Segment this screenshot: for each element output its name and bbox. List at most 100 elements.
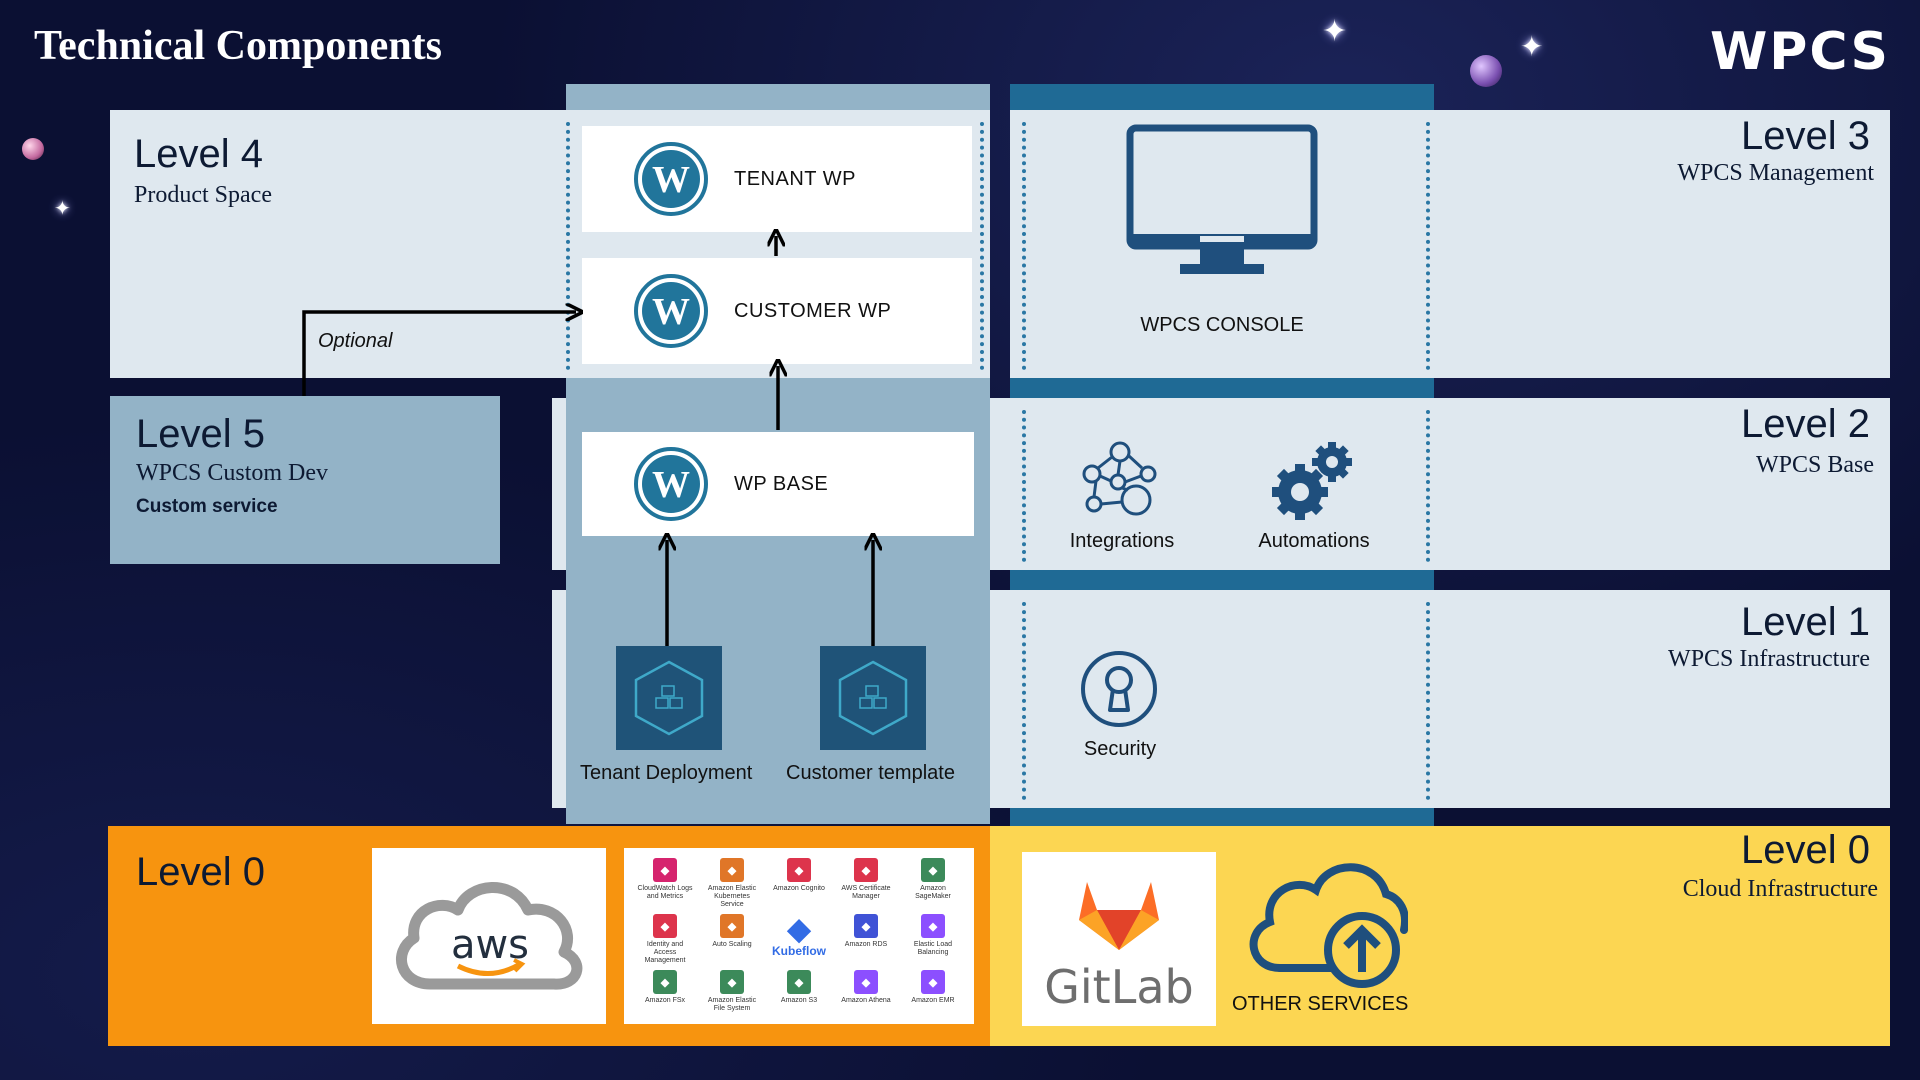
aws-service-item: ◆ CloudWatch Logs and Metrics — [636, 858, 694, 901]
page-title: Technical Components — [34, 23, 443, 69]
wordpress-logo-icon: W — [634, 274, 708, 348]
planet-icon — [22, 138, 44, 160]
aws-service-icon: ◆ — [720, 970, 744, 994]
integrations-label: Integrations — [1069, 530, 1175, 552]
aws-service-label: Amazon S3 — [780, 997, 818, 1004]
aws-service-item: ◆Amazon RDS — [837, 914, 895, 949]
aws-service-icon: ◆ — [854, 858, 878, 882]
dotted-divider — [980, 122, 984, 370]
aws-service-icon: ◆ — [921, 970, 945, 994]
level3-subtitle: WPCS Management — [1677, 160, 1874, 186]
aws-service-label: Amazon Athena — [841, 997, 891, 1004]
monitor-icon — [1126, 124, 1318, 274]
aws-service-item: ◆ AWS Certificate Manager — [837, 858, 895, 901]
column-connector — [1010, 808, 1434, 826]
aws-service-icon: ◆ — [720, 914, 744, 938]
star-icon: ✦ — [1322, 15, 1348, 48]
aws-logo-box: aws — [372, 848, 606, 1024]
aws-service-label: Auto Scaling — [712, 941, 752, 948]
integrations-icon — [1082, 441, 1157, 516]
aws-service-icon: ◆ — [653, 970, 677, 994]
aws-service-icon: ◆ — [653, 858, 677, 882]
level0-right-title: Level 0 — [1741, 828, 1870, 872]
aws-service-item: ◆ Amazon S3 — [770, 970, 828, 1005]
security-keyhole-icon — [1081, 651, 1157, 727]
gitlab-fox-icon — [1079, 882, 1159, 950]
level2-subtitle: WPCS Base — [1755, 452, 1874, 478]
level5-panel — [110, 396, 500, 564]
gitlab-label: GitLab — [1044, 960, 1194, 1014]
optional-label: Optional — [318, 330, 393, 352]
level1-title: Level 1 — [1741, 600, 1870, 644]
aws-service-label: CloudWatch Logs and Metrics — [637, 885, 693, 900]
dotted-divider — [1426, 602, 1430, 800]
dotted-divider — [1022, 122, 1026, 370]
aws-cloud-logo-icon: aws — [396, 882, 583, 990]
svg-text:W: W — [652, 291, 690, 333]
tenant-wp-card: W TENANT WP — [582, 126, 972, 232]
aws-service-label: Amazon EMR — [911, 997, 955, 1004]
aws-service-item: ◆Kubeflow — [770, 912, 828, 958]
level3-title: Level 3 — [1741, 114, 1870, 158]
star-icon: ✦ — [1520, 31, 1544, 62]
level0-right-subtitle: Cloud Infrastructure — [1682, 876, 1878, 902]
automations-gears-icon — [1272, 442, 1352, 520]
aws-service-icon: ◆ — [787, 858, 811, 882]
level1-panel — [990, 590, 1890, 808]
aws-services-grid: ◆CloudWatch Logs and Metrics◆Amazon Elas… — [624, 848, 974, 1024]
aws-service-label: Identity and Access Management — [644, 941, 686, 964]
column-connector — [1010, 376, 1434, 398]
level4-title: Level 4 — [134, 132, 263, 176]
aws-service-label: Amazon SageMaker — [915, 885, 951, 900]
security-label: Security — [1083, 738, 1157, 760]
level2-panel — [990, 398, 1890, 570]
level1-subtitle: WPCS Infrastructure — [1668, 646, 1870, 672]
aws-service-icon: ◆ — [921, 858, 945, 882]
aws-service-item: ◆ Amazon Cognito — [770, 858, 828, 893]
aws-service-icon: ◆ — [854, 914, 878, 938]
aws-service-item: ◆ Elastic Load Balancing — [904, 914, 962, 957]
svg-text:W: W — [652, 464, 690, 506]
wpcs-console-label: WPCS CONSOLE — [1140, 314, 1304, 336]
column-connector — [1010, 568, 1434, 590]
container-hexagon-icon — [838, 660, 908, 736]
aws-service-icon: ◆ — [787, 912, 811, 946]
aws-service-label: Amazon Cognito — [773, 885, 825, 892]
tenant-wp-label: TENANT WP — [734, 167, 856, 190]
level5-detail: Custom service — [136, 496, 278, 517]
level0-left-title: Level 0 — [136, 850, 265, 894]
aws-service-icon: ◆ — [854, 970, 878, 994]
container-hexagon-icon — [634, 660, 704, 736]
aws-service-item: ◆ Amazon EMR — [904, 970, 962, 1005]
level5-subtitle: WPCS Custom Dev — [136, 460, 329, 486]
aws-service-label: AWS Certificate Manager — [841, 885, 891, 900]
customer-wp-label: CUSTOMER WP — [734, 299, 892, 322]
tenant-deployment-box — [616, 646, 722, 750]
dotted-divider — [1022, 410, 1026, 562]
customer-wp-card: W CUSTOMER WP — [582, 258, 972, 364]
dotted-divider — [566, 122, 570, 370]
level4-subtitle: Product Space — [134, 182, 272, 208]
other-services-label: OTHER SERVICES — [1232, 993, 1409, 1015]
aws-service-item: ◆Amazon Elastic File System — [703, 970, 761, 1013]
star-icon: ✦ — [54, 198, 71, 220]
aws-service-item: ◆ Auto Scaling — [703, 914, 761, 949]
tenant-deployment-label: Tenant Deployment — [580, 762, 753, 784]
wordpress-logo-icon: W — [634, 142, 708, 216]
aws-service-label: Elastic Load Balancing — [913, 941, 953, 956]
wp-base-card: W WP BASE — [582, 432, 974, 536]
gitlab-logo-box: GitLab — [1022, 852, 1216, 1026]
aws-service-label: Amazon Elastic Kubernetes Service — [707, 885, 757, 908]
aws-service-icon: ◆ — [787, 970, 811, 994]
wordpress-logo-icon: W — [634, 447, 708, 521]
dotted-divider — [1426, 122, 1430, 370]
aws-service-icon: ◆ — [653, 914, 677, 938]
wp-base-label: WP BASE — [734, 472, 829, 495]
customer-template-label: Customer template — [786, 762, 955, 784]
aws-service-item: ◆ Identity and Access Management — [636, 914, 694, 965]
aws-service-icon: ◆ — [921, 914, 945, 938]
level2-title: Level 2 — [1741, 402, 1870, 446]
cloud-upload-icon — [1249, 863, 1408, 988]
customer-template-box — [820, 646, 926, 750]
